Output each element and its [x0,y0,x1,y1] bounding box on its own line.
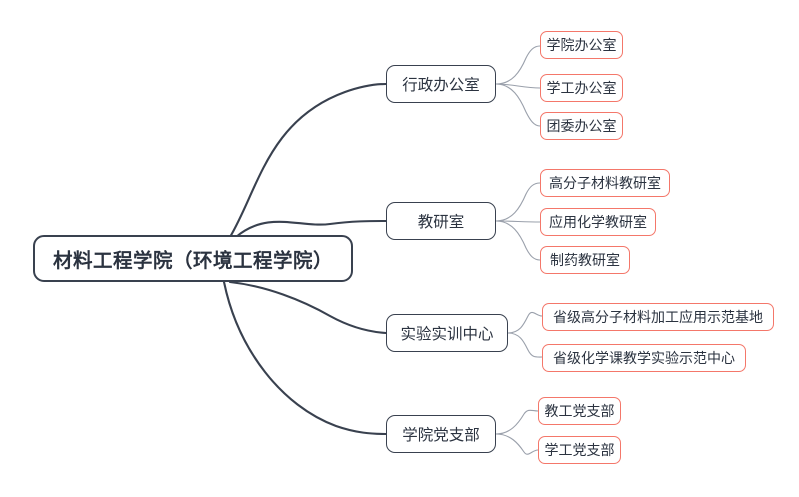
leaf-node-provincial-chemistry-demo-center[interactable]: 省级化学课教学实验示范中心 [542,344,746,372]
leaf-node-label: 制药教研室 [550,253,620,269]
edge-party-to-faculty-branch [495,409,539,435]
edge-research-to-polymer [495,182,541,222]
leaf-node-pharmacy-research[interactable]: 制药教研室 [540,246,630,274]
edge-root-to-training-center [228,280,388,335]
edge-admin-to-student-affairs-office [495,83,541,89]
branch-node-label: 学院党支部 [402,426,480,444]
leaf-node-student-party-branch[interactable]: 学工党支部 [538,436,621,464]
leaf-node-college-office[interactable]: 学院办公室 [540,31,623,59]
leaf-node-youth-league-office[interactable]: 团委办公室 [540,112,623,140]
leaf-node-student-affairs-office[interactable]: 学工办公室 [540,74,623,102]
root-node[interactable]: 材料工程学院（环境工程学院） [33,235,353,282]
leaf-node-applied-chemistry-research[interactable]: 应用化学教研室 [540,208,656,236]
leaf-node-label: 省级化学课教学实验示范中心 [553,351,735,367]
leaf-node-label: 应用化学教研室 [549,215,647,231]
branch-node-label: 实验实训中心 [400,325,494,343]
edge-root-to-admin-office [228,82,388,239]
edge-training-to-polymer-base [507,311,543,334]
edge-admin-to-youth-league-office [495,83,541,127]
edge-party-to-student-branch [495,433,539,455]
leaf-node-faculty-party-branch[interactable]: 教工党支部 [538,397,621,425]
leaf-node-label: 教工党支部 [544,404,615,420]
branch-node-label: 教研室 [417,213,465,231]
leaf-node-provincial-polymer-demo-base[interactable]: 省级高分子材料加工应用示范基地 [542,303,774,331]
leaf-node-polymer-materials-research[interactable]: 高分子材料教研室 [540,169,670,197]
leaf-node-label: 学工办公室 [546,81,617,97]
leaf-node-label: 学工党支部 [544,443,615,459]
edge-training-to-chemistry-demo-center [507,332,543,358]
leaf-node-label: 团委办公室 [546,119,617,135]
branch-node-college-party-branch[interactable]: 学院党支部 [386,415,496,453]
edge-admin-to-college-office [495,45,541,85]
branch-node-label: 行政办公室 [402,76,480,94]
edge-research-to-pharmacy [495,220,541,261]
leaf-node-label: 学院办公室 [546,38,617,54]
branch-node-administrative-office[interactable]: 行政办公室 [386,65,496,103]
branch-node-teaching-research-office[interactable]: 教研室 [386,202,496,240]
leaf-node-label: 高分子材料教研室 [549,176,661,192]
edge-root-to-party-branch [222,280,388,436]
edge-research-to-applied-chemistry [495,220,541,223]
branch-node-experimental-training-center[interactable]: 实验实训中心 [386,314,508,352]
leaf-node-label: 省级高分子材料加工应用示范基地 [553,310,763,326]
root-node-label: 材料工程学院（环境工程学院） [52,249,333,272]
